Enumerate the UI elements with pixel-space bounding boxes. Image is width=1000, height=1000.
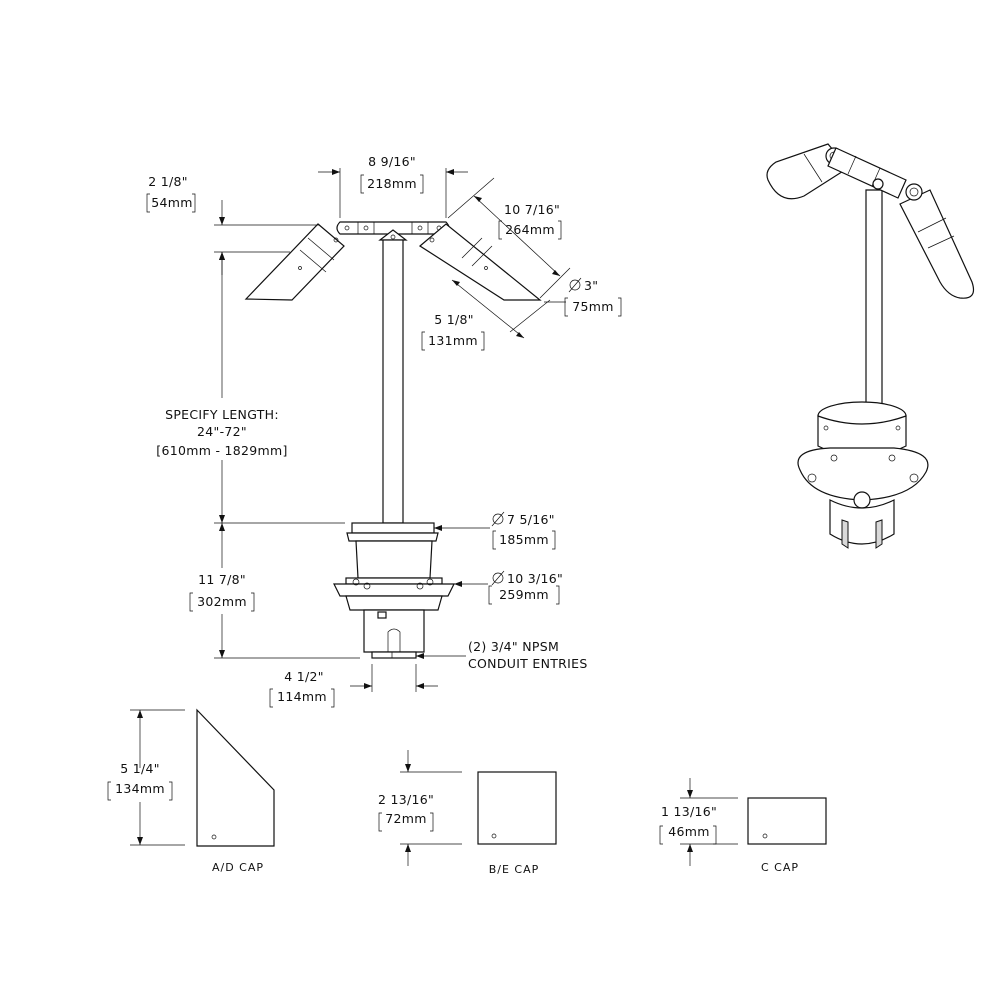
isometric-view — [766, 143, 975, 549]
dim-head-offset-mm: 131mm — [428, 333, 478, 348]
cap-a-d-label: A/D CAP — [212, 861, 264, 874]
dim-base-diameter-mm: 259mm — [499, 587, 549, 602]
cap-a-d: 5 1/4" 134mm A/D CAP — [107, 708, 275, 874]
dim-base-diameter-in: 10 3/16" — [507, 571, 563, 586]
dim-head-length-mm: 264mm — [505, 222, 555, 237]
dim-base-height-mm: 302mm — [197, 594, 247, 609]
dim-arm-width-mm: 218mm — [367, 176, 417, 191]
dim-arm-height-mm: 54mm — [151, 195, 192, 210]
dim-base-bottom-width-mm: 114mm — [277, 689, 327, 704]
dim-base-bottom-width-in: 4 1/2" — [284, 669, 324, 684]
dim-head-length: 10 7/16" 264mm — [447, 177, 571, 299]
cap-b-e-height-in: 2 13/16" — [378, 792, 434, 807]
dim-stem-length: SPECIFY LENGTH: 24"-72" [610mm - 1829mm] — [156, 252, 345, 524]
conduit-line1: (2) 3/4" NPSM — [468, 639, 559, 654]
dim-base-height-in: 11 7/8" — [198, 572, 246, 587]
cap-a-d-height-mm: 134mm — [115, 781, 165, 796]
dim-head-diameter-in: 3" — [584, 278, 598, 293]
cap-c: 1 13/16" 46mm C CAP — [659, 778, 827, 874]
dim-arm-width: 8 9/16" 218mm — [318, 154, 468, 218]
dim-head-offset: 5 1/8" 131mm — [421, 279, 551, 351]
front-elevation: 8 9/16" 218mm 2 1/8" 54mm 10 7/16" 264mm — [146, 154, 622, 708]
cap-b-e: 2 13/16" 72mm B/E CAP — [378, 750, 557, 876]
dim-arm-height-in: 2 1/8" — [148, 174, 188, 189]
dim-base-diameter: 10 3/16" 259mm — [454, 570, 563, 605]
cap-c-height-in: 1 13/16" — [661, 804, 717, 819]
dim-head-diameter: 3" 75mm — [544, 277, 622, 317]
left-light-head — [244, 223, 345, 301]
dim-stem-length-in: 24"-72" — [197, 424, 247, 439]
right-light-head — [418, 223, 542, 301]
dim-head-length-in: 10 7/16" — [504, 202, 560, 217]
dim-base-height: 11 7/8" 302mm — [189, 523, 360, 659]
dim-flange-diameter: 7 5/16" 185mm — [434, 511, 556, 550]
cap-b-e-label: B/E CAP — [489, 863, 540, 876]
dim-arm-height: 2 1/8" 54mm — [146, 174, 320, 275]
cap-c-height-mm: 46mm — [668, 824, 709, 839]
dim-stem-length-title: SPECIFY LENGTH: — [165, 407, 279, 422]
dim-conduit: (2) 3/4" NPSM CONDUIT ENTRIES — [416, 639, 588, 671]
dim-stem-length-mm: [610mm - 1829mm] — [156, 443, 287, 458]
dim-arm-width-in: 8 9/16" — [368, 154, 416, 169]
base-assembly — [333, 522, 455, 659]
cap-a-d-height-in: 5 1/4" — [120, 761, 160, 776]
dim-base-bottom-width: 4 1/2" 114mm — [269, 664, 438, 708]
cap-c-label: C CAP — [761, 861, 799, 874]
dim-head-diameter-mm: 75mm — [572, 299, 613, 314]
dim-head-offset-in: 5 1/8" — [434, 312, 474, 327]
dim-flange-diameter-mm: 185mm — [499, 532, 549, 547]
conduit-line2: CONDUIT ENTRIES — [468, 656, 588, 671]
stem — [382, 239, 404, 524]
cap-b-e-height-mm: 72mm — [385, 811, 426, 826]
dim-flange-diameter-in: 7 5/16" — [507, 512, 555, 527]
